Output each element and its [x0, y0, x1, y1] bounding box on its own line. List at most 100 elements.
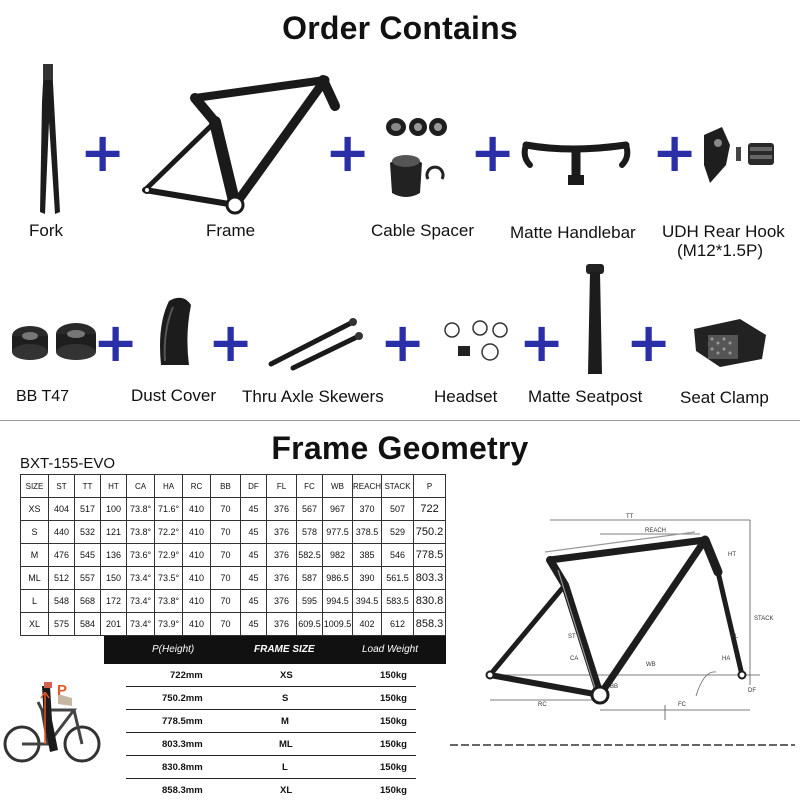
row-rule [126, 755, 416, 756]
geometry-cell: 71.6° [154, 497, 183, 521]
section-divider [0, 420, 800, 421]
diagram-label-ha: HA [722, 656, 730, 662]
geometry-header-cell: FL [266, 474, 297, 498]
load-row: 858.3mm XL 150kg [104, 779, 446, 800]
diagram-label-df: DF [748, 688, 756, 694]
geometry-cell: 567 [296, 497, 323, 521]
load-header-weight: Load Weight [362, 644, 418, 655]
load-cell: 858.3mm [162, 785, 203, 796]
geometry-cell: 370 [351, 497, 383, 521]
plus-icon: + [652, 121, 698, 184]
caption-bb-t47: BB T47 [16, 388, 70, 405]
geometry-cell: 45 [240, 543, 267, 567]
geometry-cell: 73.6° [126, 543, 155, 567]
load-header-height: P(Height) [152, 644, 195, 655]
geometry-cell: 45 [240, 612, 267, 636]
caption-udh-rear-hook-spec: (M12*1.5P) [677, 241, 763, 260]
geometry-cell: 548 [48, 589, 75, 613]
matte-handlebar-image [521, 141, 631, 185]
geometry-cell: 529 [381, 520, 415, 544]
geometry-cell: 722 [413, 497, 447, 521]
geometry-cell: 994.5 [322, 589, 353, 613]
geometry-table: SIZE ST TT HT CA HA RC BB DF FL FC WB RE… [20, 474, 447, 636]
plus-icon: + [470, 121, 516, 184]
geometry-cell: 561.5 [381, 566, 415, 590]
caption-matte-handlebar: Matte Handlebar [510, 223, 636, 242]
geometry-cell: 967 [322, 497, 353, 521]
caption-udh-rear-hook: UDH Rear Hook [662, 222, 785, 241]
row-rule [126, 732, 416, 733]
geometry-cell: 532 [74, 520, 101, 544]
geometry-cell: 517 [74, 497, 101, 521]
load-cell: XS [280, 670, 293, 681]
caption-seat-clamp: Seat Clamp [680, 388, 769, 407]
bb-t47-image [12, 323, 96, 360]
geometry-cell: 45 [240, 520, 267, 544]
height-arrow [40, 692, 50, 744]
geometry-diagram: TT REACH HT STACK ST CA WB HA RC BB FC F… [450, 514, 795, 746]
geometry-cell: 512 [48, 566, 75, 590]
geometry-cell: 584 [74, 612, 101, 636]
load-cell: 778.5mm [162, 716, 203, 727]
thru-axle-skewers-image [268, 318, 363, 371]
load-cell: 150kg [380, 739, 407, 750]
geometry-header-cell: FC [296, 474, 323, 498]
diagram-label-reach: REACH [645, 528, 666, 534]
load-cell: 722mm [170, 670, 203, 681]
geometry-cell: 45 [240, 497, 267, 521]
caption-thru-axle-skewers: Thru Axle Skewers [242, 387, 384, 406]
load-cell: S [282, 693, 289, 704]
geometry-cell: 376 [266, 589, 297, 613]
diagram-label-wb: WB [646, 662, 656, 668]
geometry-cell: 402 [351, 612, 383, 636]
geometry-cell: 376 [266, 497, 297, 521]
geometry-cell: L [20, 589, 49, 613]
load-cell: 150kg [380, 785, 407, 796]
plus-icon: + [93, 311, 139, 374]
geometry-cell: 568 [74, 589, 101, 613]
model-name: BXT-155-EVO [20, 455, 116, 472]
geometry-cell: M [20, 543, 49, 567]
caption-dust-cover: Dust Cover [131, 386, 217, 405]
geometry-cell: 73.4° [126, 566, 155, 590]
geometry-cell: 385 [351, 543, 383, 567]
row-rule [126, 778, 416, 779]
geometry-header-cell: DF [240, 474, 267, 498]
geometry-cell: 376 [266, 566, 297, 590]
geometry-cell: 410 [182, 520, 211, 544]
plus-icon: + [519, 311, 565, 374]
geometry-cell: 578 [296, 520, 323, 544]
geometry-cell: 583.5 [381, 589, 415, 613]
geometry-cell: 70 [210, 543, 241, 567]
load-cell: XL [280, 785, 293, 796]
plus-icon: + [208, 311, 254, 374]
caption-fork: Fork [29, 221, 63, 240]
plus-icon: + [380, 311, 426, 374]
geometry-cell: XS [20, 497, 49, 521]
geometry-cell: 575 [48, 612, 75, 636]
headset-image [444, 320, 508, 361]
geometry-header-cell: TT [74, 474, 101, 498]
geometry-cell: 73.8° [154, 589, 183, 613]
load-cell: 150kg [380, 693, 407, 704]
geometry-cell: 440 [48, 520, 75, 544]
caption-headset: Headset [434, 387, 498, 406]
geometry-cell: 750.2 [413, 520, 447, 544]
caption-matte-seatpost: Matte Seatpost [528, 387, 643, 406]
frame-image [142, 75, 340, 215]
geometry-header-cell: BB [210, 474, 241, 498]
geometry-cell: 410 [182, 612, 211, 636]
plus-icon: + [80, 121, 126, 184]
geometry-header-cell: REACH [351, 474, 383, 498]
order-contains-title: Order Contains [282, 10, 518, 46]
geometry-cell: 73.4° [126, 612, 155, 636]
geometry-cell: ML [20, 566, 49, 590]
geometry-cell: 73.8° [126, 520, 155, 544]
